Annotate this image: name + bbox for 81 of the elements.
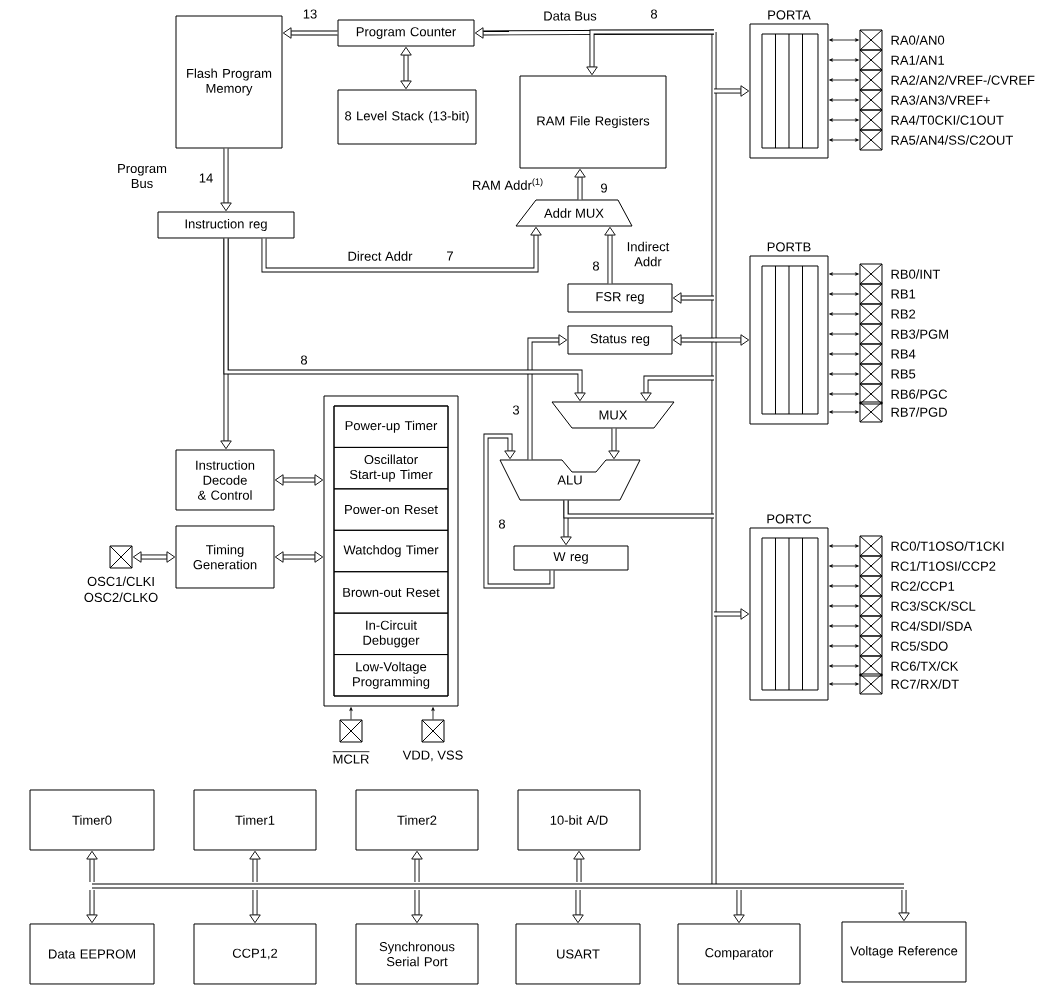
pin-box: [859, 575, 883, 597]
pin-box: [859, 263, 883, 285]
bus-arrow: [640, 375, 714, 402]
pin-arrow: [829, 644, 859, 648]
pin-arrow: [829, 38, 859, 42]
pin-box: [859, 555, 883, 577]
pin-arrow: [829, 664, 859, 668]
bus-arrow: [586, 29, 714, 76]
bus-arrow: [672, 334, 714, 346]
bus-arrow: [714, 334, 750, 346]
pin-box: [859, 615, 883, 637]
pin-box: [859, 89, 883, 111]
pin-box: [859, 401, 883, 423]
pin-arrow: [829, 118, 859, 122]
bus-arrow: [220, 148, 232, 212]
pin-arrow: [829, 584, 859, 588]
bus-arrow: [527, 334, 568, 460]
bus-arrow: [733, 890, 745, 924]
bus-arrow: [86, 850, 98, 882]
pin-arrow: [829, 78, 859, 82]
pin-arrow: [829, 392, 859, 396]
bus-arrow: [572, 890, 584, 924]
pin-arrow: [829, 544, 859, 548]
pin-box: [859, 49, 883, 71]
pin-box: [859, 69, 883, 91]
bus-arrow: [608, 428, 620, 460]
bus-arrow: [261, 226, 542, 273]
pin-arrow: [829, 332, 859, 336]
pin-arrow: [829, 272, 859, 276]
pin-arrow: [829, 564, 859, 568]
bus-arrow: [274, 474, 324, 486]
pin-box: [859, 363, 883, 385]
pin-box: [859, 109, 883, 131]
pin-box: [859, 635, 883, 657]
pin-arrow: [829, 312, 859, 316]
pin-box: [859, 29, 883, 51]
bus-arrow: [282, 27, 338, 39]
pin-box: [859, 655, 883, 677]
bus-arrow: [249, 890, 261, 924]
bus-line: [563, 500, 714, 519]
bus-arrow: [573, 850, 585, 882]
pin-box: [859, 383, 883, 405]
bus-arrow: [483, 433, 555, 589]
bus-arrow: [714, 85, 750, 97]
bus-arrow: [249, 850, 261, 882]
pin-box: [109, 545, 133, 569]
pin-box: [859, 129, 883, 151]
pin-box: [859, 535, 883, 557]
pin-box: [859, 673, 883, 695]
pin-box: [859, 303, 883, 325]
pin-box: [859, 323, 883, 345]
bus-arrow: [604, 226, 616, 284]
pin-arrow: [829, 372, 859, 376]
pin-box: [859, 283, 883, 305]
bus-arrow: [274, 551, 324, 563]
pin-arrow: [829, 624, 859, 628]
arrow: [349, 707, 353, 720]
pin-box: [421, 719, 445, 743]
arrow: [431, 707, 435, 720]
pin-arrow: [829, 58, 859, 62]
pin-box: [339, 719, 363, 743]
bus-arrow: [400, 46, 412, 90]
bus-arrow: [411, 890, 423, 924]
bus-arrow: [574, 168, 586, 200]
bus-arrow: [898, 890, 910, 922]
bus-arrow: [132, 551, 176, 563]
bus-arrow: [86, 890, 98, 924]
pin-arrow: [829, 604, 859, 608]
pin-box: [859, 343, 883, 365]
module-box: [323, 395, 459, 707]
pin-arrow: [829, 352, 859, 356]
pin-arrow: [829, 682, 859, 686]
bus-arrow: [223, 238, 586, 402]
bus-arrow: [672, 292, 714, 304]
pin-arrow: [829, 138, 859, 142]
pin-arrow: [829, 292, 859, 296]
pin-box: [859, 595, 883, 617]
pin-arrow: [829, 98, 859, 102]
bus-arrow: [411, 850, 423, 882]
pin-arrow: [829, 410, 859, 414]
bus-arrow: [714, 608, 750, 620]
